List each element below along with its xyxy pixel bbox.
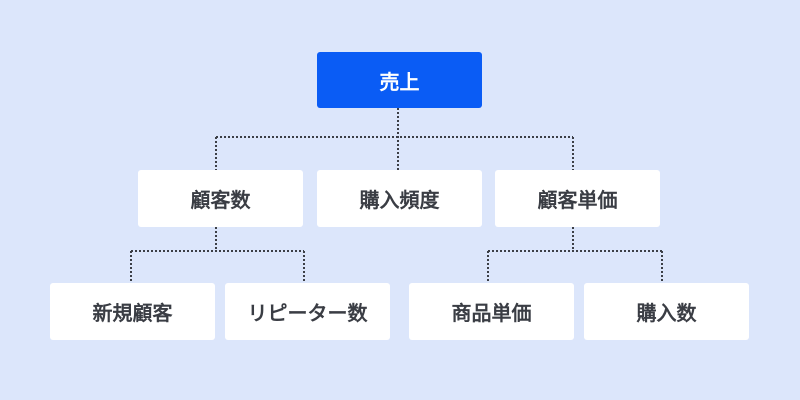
- node-repeater-count: リピーター数: [225, 283, 390, 340]
- node-customer-unit-price: 顧客単価: [495, 170, 660, 227]
- node-product-unit-price: 商品単価: [409, 283, 574, 340]
- node-new-customers: 新規顧客: [50, 283, 215, 340]
- node-purchase-count: 購入数: [584, 283, 749, 340]
- node-sales: 売上: [317, 52, 482, 108]
- node-purchase-frequency: 購入頻度: [317, 170, 482, 227]
- node-customer-count: 顧客数: [138, 170, 303, 227]
